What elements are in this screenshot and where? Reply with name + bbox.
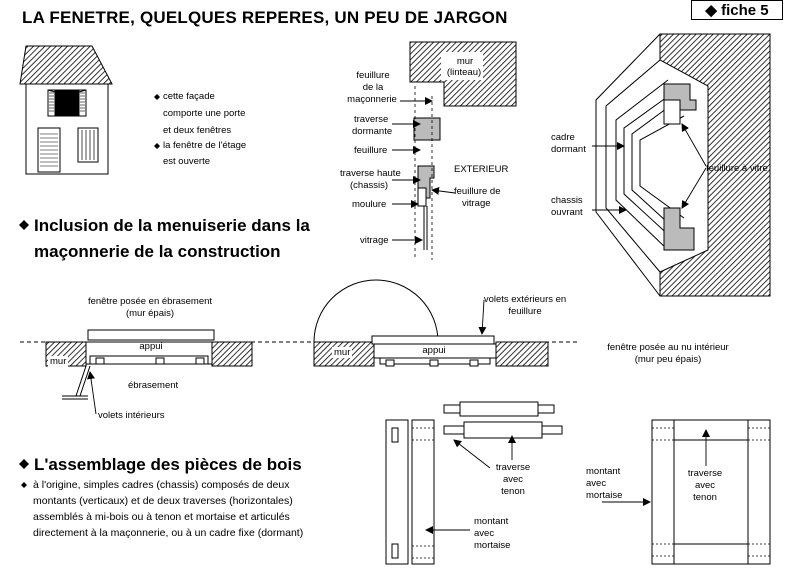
facade-note-2-line-2: est ouverte — [163, 156, 210, 167]
label-traverse-haute-1: traverse haute — [340, 168, 401, 179]
label-volets-interieurs: volets intérieurs — [98, 410, 165, 421]
label-montant-frame-2: avec — [586, 478, 607, 489]
label-exterieur: EXTERIEUR — [454, 164, 509, 175]
label-traverse-dormante-1: traverse — [354, 114, 389, 125]
facade-note-1-line-2: comporte une porte — [163, 108, 246, 119]
caption-ebrasement-2: (mur épais) — [125, 308, 175, 319]
label-appui-right: appui — [422, 345, 446, 356]
label-ouvrant: ouvrant — [551, 207, 583, 218]
bullet-diamonds — [19, 94, 160, 488]
assembly-text-line-4: directement à la maçonnerie, ou à un cad… — [33, 527, 304, 539]
label-traverse-frame-2: avec — [694, 480, 716, 491]
fiche-number-badge: ◆ fiche 5 — [691, 0, 783, 20]
section-title-2: L'assemblage des pièces de bois — [34, 455, 302, 474]
label-dormant: dormant — [551, 144, 586, 155]
caption-ebrasement-1: fenêtre posée en ébrasement — [87, 296, 213, 307]
label-moulure: moulure — [352, 199, 387, 210]
label-traverse-dormante-2: dormante — [352, 126, 393, 137]
label-mur-right: mur — [332, 347, 353, 358]
label-volets-exterieurs-2: feuillure — [508, 306, 542, 317]
assembly-text-line-3: assemblés à mi-bois ou à tenon et mortai… — [33, 511, 290, 523]
label-volets-exterieurs-1: volets extérieurs en — [483, 294, 567, 305]
label-traverse-1: traverse — [495, 462, 531, 473]
section-title-1-line-2: maçonnerie de la construction — [34, 242, 281, 261]
page-title: LA FENETRE, QUELQUES REPERES, UN PEU DE … — [22, 8, 508, 27]
label-feuillure-maconnerie-3: maçonnerie — [347, 94, 397, 105]
label-linteau: (linteau) — [446, 67, 482, 78]
label-feuillure-maconnerie-1: feuillure — [356, 70, 390, 81]
caption-nu-interieur-2: (mur peu épais) — [634, 354, 702, 365]
label-chassis: chassis — [551, 195, 583, 206]
assembly-text-line-1: à l'origine, simples cadres (chassis) co… — [33, 479, 290, 491]
caption-nu-interieur-1: fenêtre posée au nu intérieur — [607, 342, 729, 353]
label-feuillure-vitre: feuillure à vitre — [706, 163, 768, 174]
label-montant-frame-1: montant — [586, 466, 621, 477]
label-feuillure-vitrage-1: feuillure de — [454, 186, 501, 197]
facade-note-1-line-3: et deux fenêtres — [163, 125, 232, 136]
house-facade — [19, 45, 113, 175]
label-montant-1: montant — [474, 516, 509, 527]
window-perspective — [592, 33, 771, 297]
facade-note-1-line-1: cette façade — [163, 91, 215, 102]
label-appui-left: appui — [139, 341, 163, 352]
label-ebrasement: ébrasement — [128, 380, 179, 391]
label-feuillure-maconnerie-2: de la — [362, 82, 384, 93]
window-section — [392, 41, 517, 260]
label-mur-left: mur — [48, 356, 69, 367]
label-traverse-haute-2: (chassis) — [350, 180, 389, 191]
label-montant-frame-3: mortaise — [586, 490, 623, 501]
joinery-parts — [385, 401, 771, 565]
label-traverse-2: avec — [502, 474, 524, 485]
label-traverse-frame-1: traverse — [687, 468, 723, 479]
label-cadre: cadre — [551, 132, 575, 143]
label-mur: mur — [456, 56, 474, 67]
label-feuillure: feuillure — [354, 145, 388, 156]
assembly-text-line-2: montants (verticaux) et de deux traverse… — [33, 495, 293, 507]
plan-ebrasement — [20, 329, 300, 415]
section-title-1-line-1: Inclusion de la menuiserie dans la — [34, 216, 310, 235]
label-feuillure-vitrage-2: vitrage — [462, 198, 491, 209]
label-traverse-3: tenon — [501, 486, 525, 497]
label-montant-2: avec — [474, 528, 495, 539]
label-montant-3: mortaise — [474, 540, 511, 551]
label-vitrage: vitrage — [360, 235, 389, 246]
facade-note-2-line-1: la fenêtre de l'étage — [163, 140, 247, 151]
label-traverse-frame-3: tenon — [693, 492, 717, 503]
